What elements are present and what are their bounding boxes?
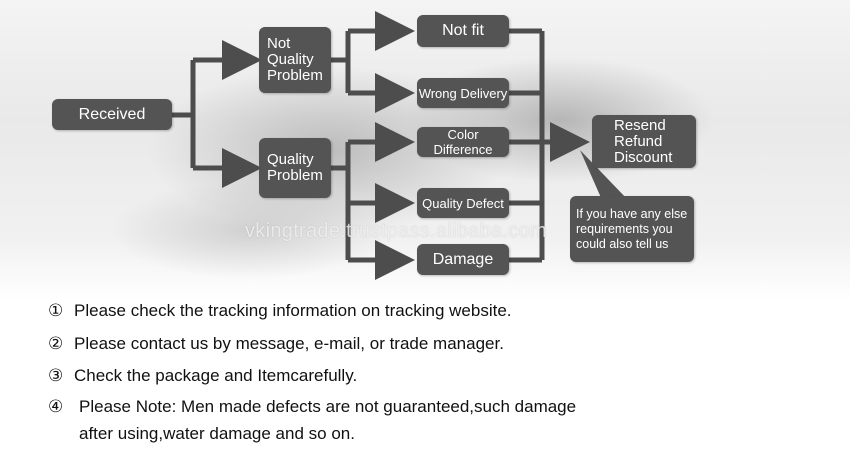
- note-4-continuation: after using,water damage and so on.: [79, 424, 355, 444]
- damage-box: Damage: [417, 244, 509, 275]
- quality-defect-box: Quality Defect: [417, 188, 509, 218]
- color-difference-label: Color Difference: [417, 127, 509, 157]
- note-2-number: ②: [48, 334, 74, 354]
- note-2-text: Please contact us by message, e-mail, or…: [74, 334, 504, 353]
- outcome-box: Resend Refund Discount: [592, 115, 696, 168]
- quality-problem-box: Quality Problem: [259, 138, 331, 198]
- note-3-number: ③: [48, 366, 74, 386]
- note-4-continuation-text: after using,water damage and so on.: [79, 424, 355, 443]
- not-quality-problem-box: Not Quality Problem: [259, 27, 331, 93]
- damage-label: Damage: [433, 251, 493, 269]
- quality-defect-label: Quality Defect: [422, 196, 504, 211]
- quality-problem-label: Quality Problem: [267, 152, 323, 184]
- note-4-text: Please Note: Men made defects are not gu…: [79, 397, 576, 416]
- callout-label: If you have any else requirements you co…: [576, 207, 687, 252]
- not-fit-box: Not fit: [417, 15, 509, 47]
- color-difference-box: Color Difference: [417, 127, 509, 157]
- callout-box: If you have any else requirements you co…: [570, 196, 694, 262]
- note-3-text: Check the package and Itemcarefully.: [74, 366, 357, 385]
- received-label: Received: [79, 106, 146, 124]
- note-1-number: ①: [48, 301, 74, 321]
- wrong-delivery-label: Wrong Delivery: [419, 86, 508, 101]
- not-quality-problem-label: Not Quality Problem: [267, 36, 323, 84]
- wrong-delivery-box: Wrong Delivery: [417, 78, 509, 108]
- outcome-label: Resend Refund Discount: [614, 118, 672, 166]
- not-fit-label: Not fit: [442, 22, 484, 40]
- received-box: Received: [52, 99, 172, 130]
- note-1-text: Please check the tracking information on…: [74, 301, 512, 320]
- watermark: vkingtrade.trustpass.alibaba.com: [245, 220, 547, 243]
- note-4-number: ④: [48, 397, 79, 417]
